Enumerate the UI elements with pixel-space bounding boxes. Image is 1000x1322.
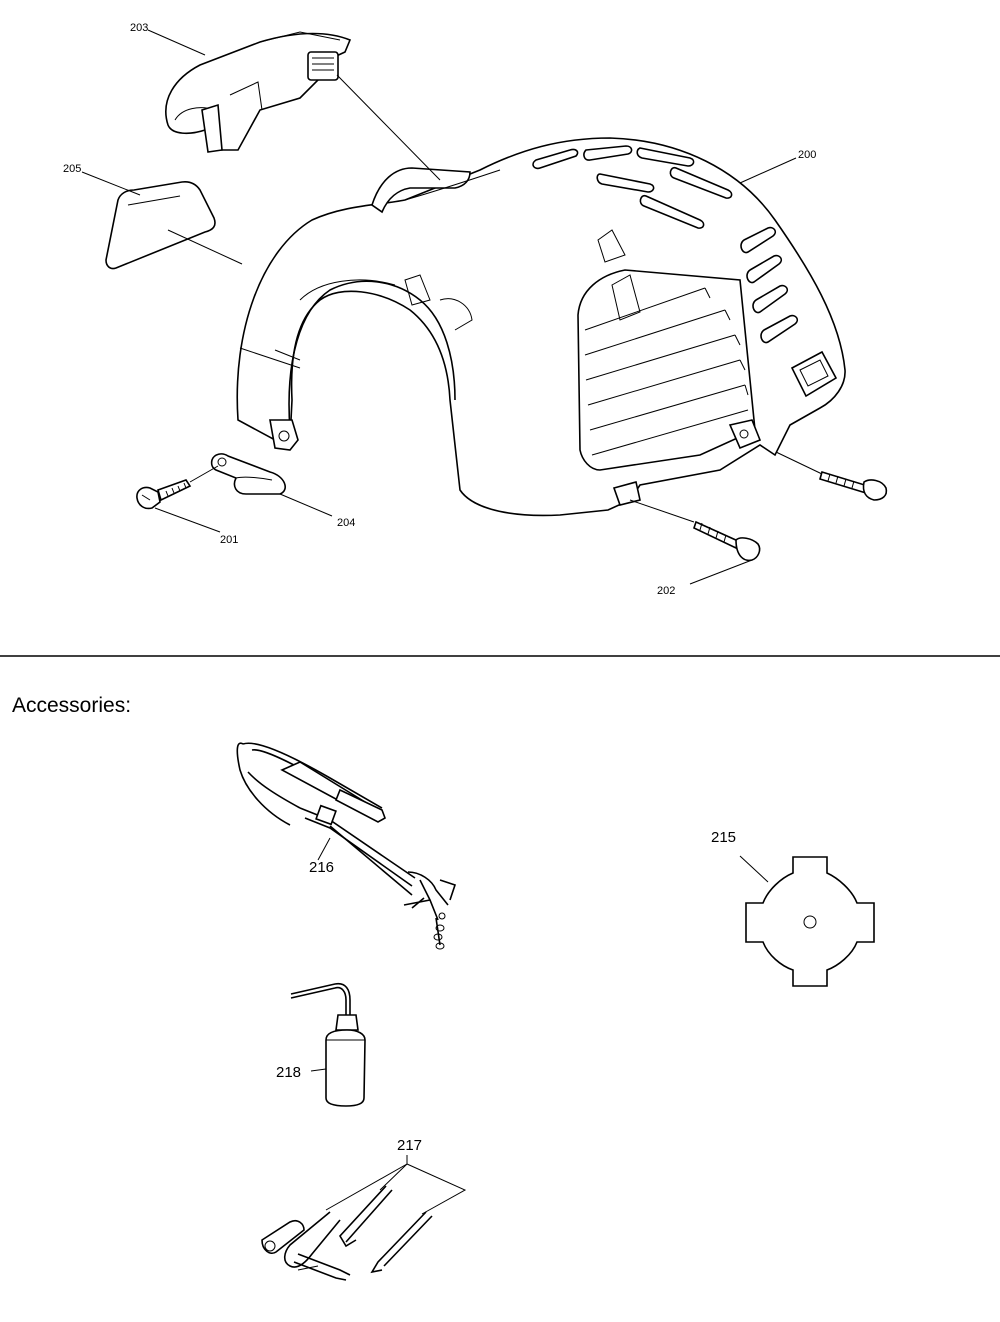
callout-204: 204 xyxy=(337,517,355,529)
callout-201: 201 xyxy=(220,534,238,546)
callout-203: 203 xyxy=(130,22,148,34)
callout-218: 218 xyxy=(276,1064,301,1081)
part-202-screw xyxy=(693,520,761,562)
callout-216: 216 xyxy=(309,859,334,876)
leader-lines-top xyxy=(81,29,823,585)
part-216-shoulder-strap xyxy=(236,742,457,950)
part-215-blade xyxy=(739,855,875,987)
callout-202: 202 xyxy=(657,585,675,597)
part-201-screw xyxy=(136,479,192,510)
callout-205: 205 xyxy=(63,163,81,175)
accessories-heading: Accessories: xyxy=(12,694,132,717)
part-205-label-plate xyxy=(105,181,216,270)
shroud-right-screw xyxy=(819,470,888,501)
part-203-top-cover xyxy=(165,31,352,153)
part-217-tool-set xyxy=(261,1155,467,1281)
callout-200: 200 xyxy=(798,149,816,161)
callout-217: 217 xyxy=(397,1137,422,1154)
part-200-main-shroud xyxy=(236,137,846,517)
part-204-clamp xyxy=(210,453,286,495)
part-218-oil-bottle xyxy=(290,982,366,1107)
callout-215: 215 xyxy=(711,829,736,846)
